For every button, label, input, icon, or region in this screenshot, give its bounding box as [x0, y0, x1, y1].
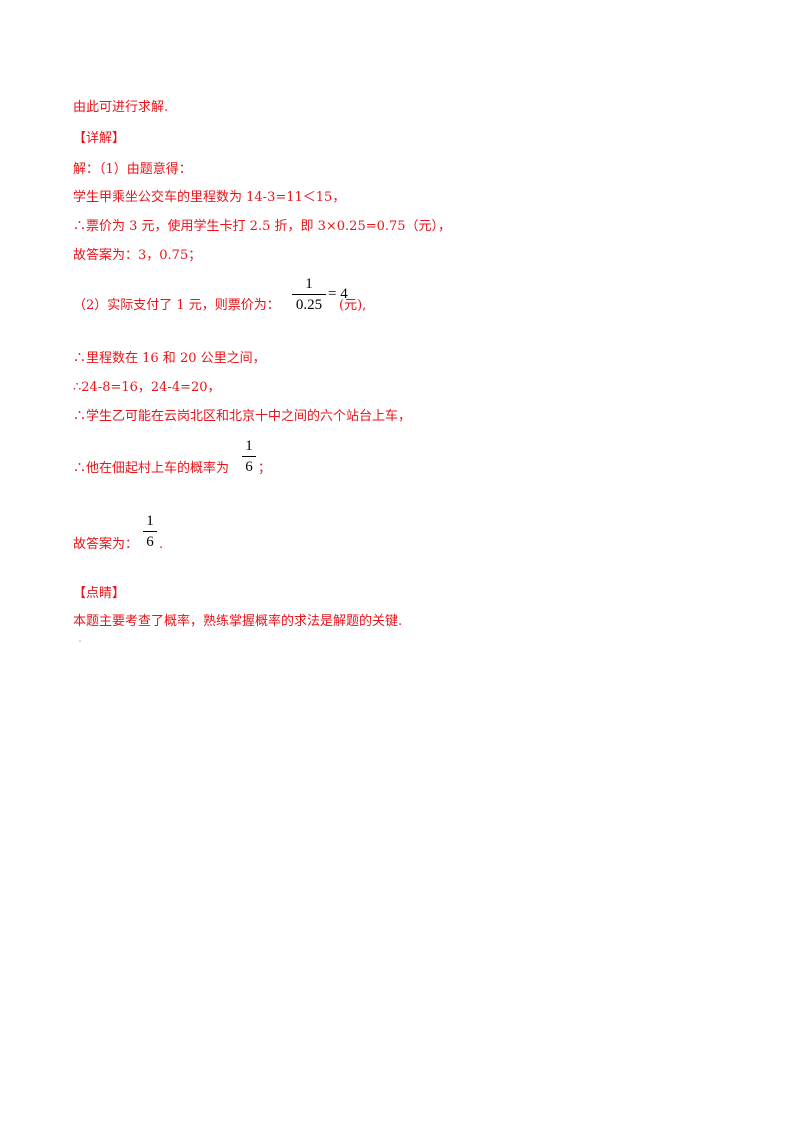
fraction-numerator: 1: [245, 438, 253, 454]
solution-line-mileage: 学生甲乘坐公交车的里程数为 14-3=11＜15，: [73, 190, 346, 205]
solution-step-2: （2）实际支付了 1 元，则票价为：: [73, 298, 280, 314]
fraction-one-sixth: 1 6: [242, 437, 256, 476]
equals-four: = 4: [328, 286, 348, 302]
solution-step-1-header: 解：（1）由题意得：: [73, 162, 192, 177]
fraction-one-sixth-answer: 1 6: [143, 512, 157, 551]
fraction-one-over-quarter: 1 0.25: [292, 275, 326, 314]
fraction-bar: [242, 456, 256, 457]
solution-line-six-stations: ∴学生乙可能在云岗北区和北京十中之间的六个站台上车，: [73, 409, 412, 424]
fraction-denominator: 6: [146, 534, 154, 550]
fraction-numerator: 1: [146, 513, 154, 529]
solution-line-probability: ∴他在佃起村上车的概率为: [73, 461, 229, 477]
stray-mark: [79, 640, 81, 642]
fraction-denominator: 6: [245, 459, 253, 475]
solution-line-ticket-price: ∴票价为 3 元，使用学生卡打 2.5 折，即 3×0.25=0.75（元），: [73, 219, 452, 234]
comment-text: 本题主要考查了概率，熟练掌握概率的求法是解题的关键.: [73, 614, 403, 629]
fraction-numerator: 1: [305, 276, 313, 292]
fraction-bar: [292, 294, 326, 295]
solution-answer-part-2: 故答案为：: [73, 537, 138, 553]
probability-text: ∴他在佃起村上车的概率为: [73, 461, 230, 476]
solution-line-subtraction: ∴24-8=16，24-4=20，: [73, 380, 221, 395]
solution-answer-part-1: 故答案为：3，0.75；: [73, 248, 202, 263]
probability-semicolon: ；: [258, 461, 272, 476]
intro-text: 由此可进行求解.: [73, 100, 169, 115]
section-heading-comment: 【点睛】: [73, 586, 126, 601]
answer-text: 故答案为：: [73, 537, 139, 552]
fraction-denominator: 0.25: [295, 297, 323, 313]
step-2-unit: (元),: [339, 298, 367, 313]
solution-line-mileage-range: ∴里程数在 16 和 20 公里之间，: [73, 351, 266, 366]
answer-period: .: [159, 537, 164, 552]
step-2-text: （2）实际支付了 1 元，则票价为：: [73, 298, 280, 313]
fraction-bar: [143, 531, 157, 532]
section-heading-detailed-solution: 【详解】: [73, 131, 126, 146]
